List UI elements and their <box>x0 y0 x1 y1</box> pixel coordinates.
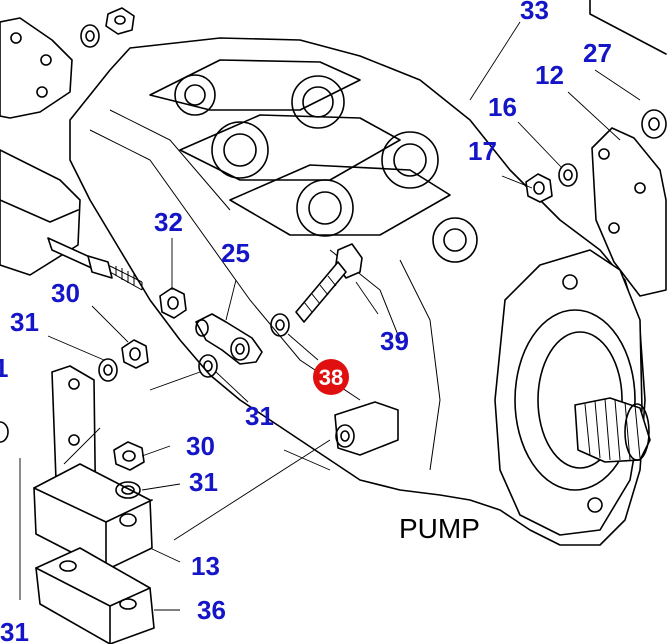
right-bracket-12 <box>591 127 667 297</box>
callout-30-upper: 30 <box>51 278 80 308</box>
spline-shaft <box>574 397 651 463</box>
bolt-39 <box>295 243 363 323</box>
callout-31-bottom: 31 <box>0 617 29 644</box>
callout-33: 33 <box>520 0 549 25</box>
nut-16-17 <box>525 163 578 203</box>
callout-31-upper: 31 <box>10 307 39 337</box>
callout-31-mid: 31 <box>245 401 274 431</box>
left-mount-block <box>0 149 143 291</box>
top-left-bracket <box>0 17 73 119</box>
callout-17: 17 <box>468 136 497 166</box>
callout-32: 32 <box>154 207 183 237</box>
callout-27: 27 <box>583 38 612 68</box>
assembly-label-pump: PUMP <box>399 513 480 544</box>
callout-39: 39 <box>380 326 409 356</box>
pump-housing <box>69 37 651 546</box>
washer-38 <box>270 313 290 337</box>
rod-end-25 <box>195 313 263 365</box>
nut-washer-30-31-lower <box>113 441 145 499</box>
left-edge-ring <box>0 421 9 443</box>
washer-27 <box>641 109 667 139</box>
callout-16: 16 <box>488 92 517 122</box>
highlight-badge-38: 38 <box>313 359 349 395</box>
callout-13: 13 <box>191 551 220 581</box>
callout-31-lower: 31 <box>189 467 218 497</box>
callout-30-lower: 30 <box>186 431 215 461</box>
callout-1-edge: 1 <box>0 353 8 383</box>
top-washer-nut <box>80 7 135 48</box>
nut-32 <box>159 287 187 319</box>
callout-38: 38 <box>319 365 343 390</box>
top-right-frame <box>589 0 667 55</box>
leader-lines <box>19 21 641 611</box>
callout-36: 36 <box>197 595 226 625</box>
callouts: 33 27 12 16 17 32 25 30 31 39 38 31 30 3… <box>0 0 612 644</box>
callout-25: 25 <box>221 238 250 268</box>
washer-nut-left <box>98 339 218 382</box>
clamp-36 <box>35 547 155 644</box>
callout-12: 12 <box>535 60 564 90</box>
